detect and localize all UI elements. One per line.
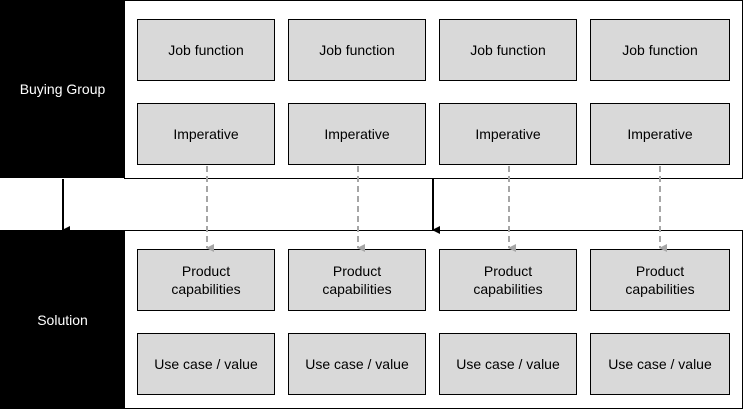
use-case-box-3: Use case / value <box>439 333 577 395</box>
job-function-box-1: Job function <box>137 19 275 81</box>
use-case-text-3: Use case / value <box>456 356 560 372</box>
product-capabilities-box-3: Product capabilities <box>439 249 577 311</box>
job-function-box-4: Job function <box>590 19 730 81</box>
use-case-box-1: Use case / value <box>137 333 275 395</box>
imperative-box-1: Imperative <box>137 103 275 165</box>
imperative-text-1: Imperative <box>173 126 239 142</box>
imperative-text-2: Imperative <box>324 126 390 142</box>
use-case-box-2: Use case / value <box>288 333 426 395</box>
job-function-text-2: Job function <box>319 42 395 58</box>
job-function-box-2: Job function <box>288 19 426 81</box>
use-case-text-4: Use case / value <box>608 356 712 372</box>
product-capabilities-box-4: Product capabilities <box>590 249 730 311</box>
product-capabilities-text-1: Product capabilities <box>171 263 241 297</box>
product-capabilities-text-2: Product capabilities <box>322 263 392 297</box>
imperative-box-2: Imperative <box>288 103 426 165</box>
job-function-text-4: Job function <box>622 42 698 58</box>
product-capabilities-box-2: Product capabilities <box>288 249 426 311</box>
product-capabilities-text-3: Product capabilities <box>473 263 543 297</box>
job-function-text-3: Job function <box>470 42 546 58</box>
product-capabilities-text-4: Product capabilities <box>625 263 695 297</box>
imperative-box-3: Imperative <box>439 103 577 165</box>
product-capabilities-box-1: Product capabilities <box>137 249 275 311</box>
solution-label: Solution <box>0 230 125 409</box>
use-case-box-4: Use case / value <box>590 333 730 395</box>
use-case-text-2: Use case / value <box>305 356 409 372</box>
job-function-box-3: Job function <box>439 19 577 81</box>
solution-label-text: Solution <box>37 311 88 328</box>
imperative-text-3: Imperative <box>475 126 541 142</box>
buying-group-label: Buying Group <box>0 0 125 178</box>
imperative-text-4: Imperative <box>627 126 693 142</box>
imperative-box-4: Imperative <box>590 103 730 165</box>
buying-group-label-text: Buying Group <box>19 81 106 97</box>
job-function-text-1: Job function <box>168 42 244 58</box>
use-case-text-1: Use case / value <box>154 356 258 372</box>
